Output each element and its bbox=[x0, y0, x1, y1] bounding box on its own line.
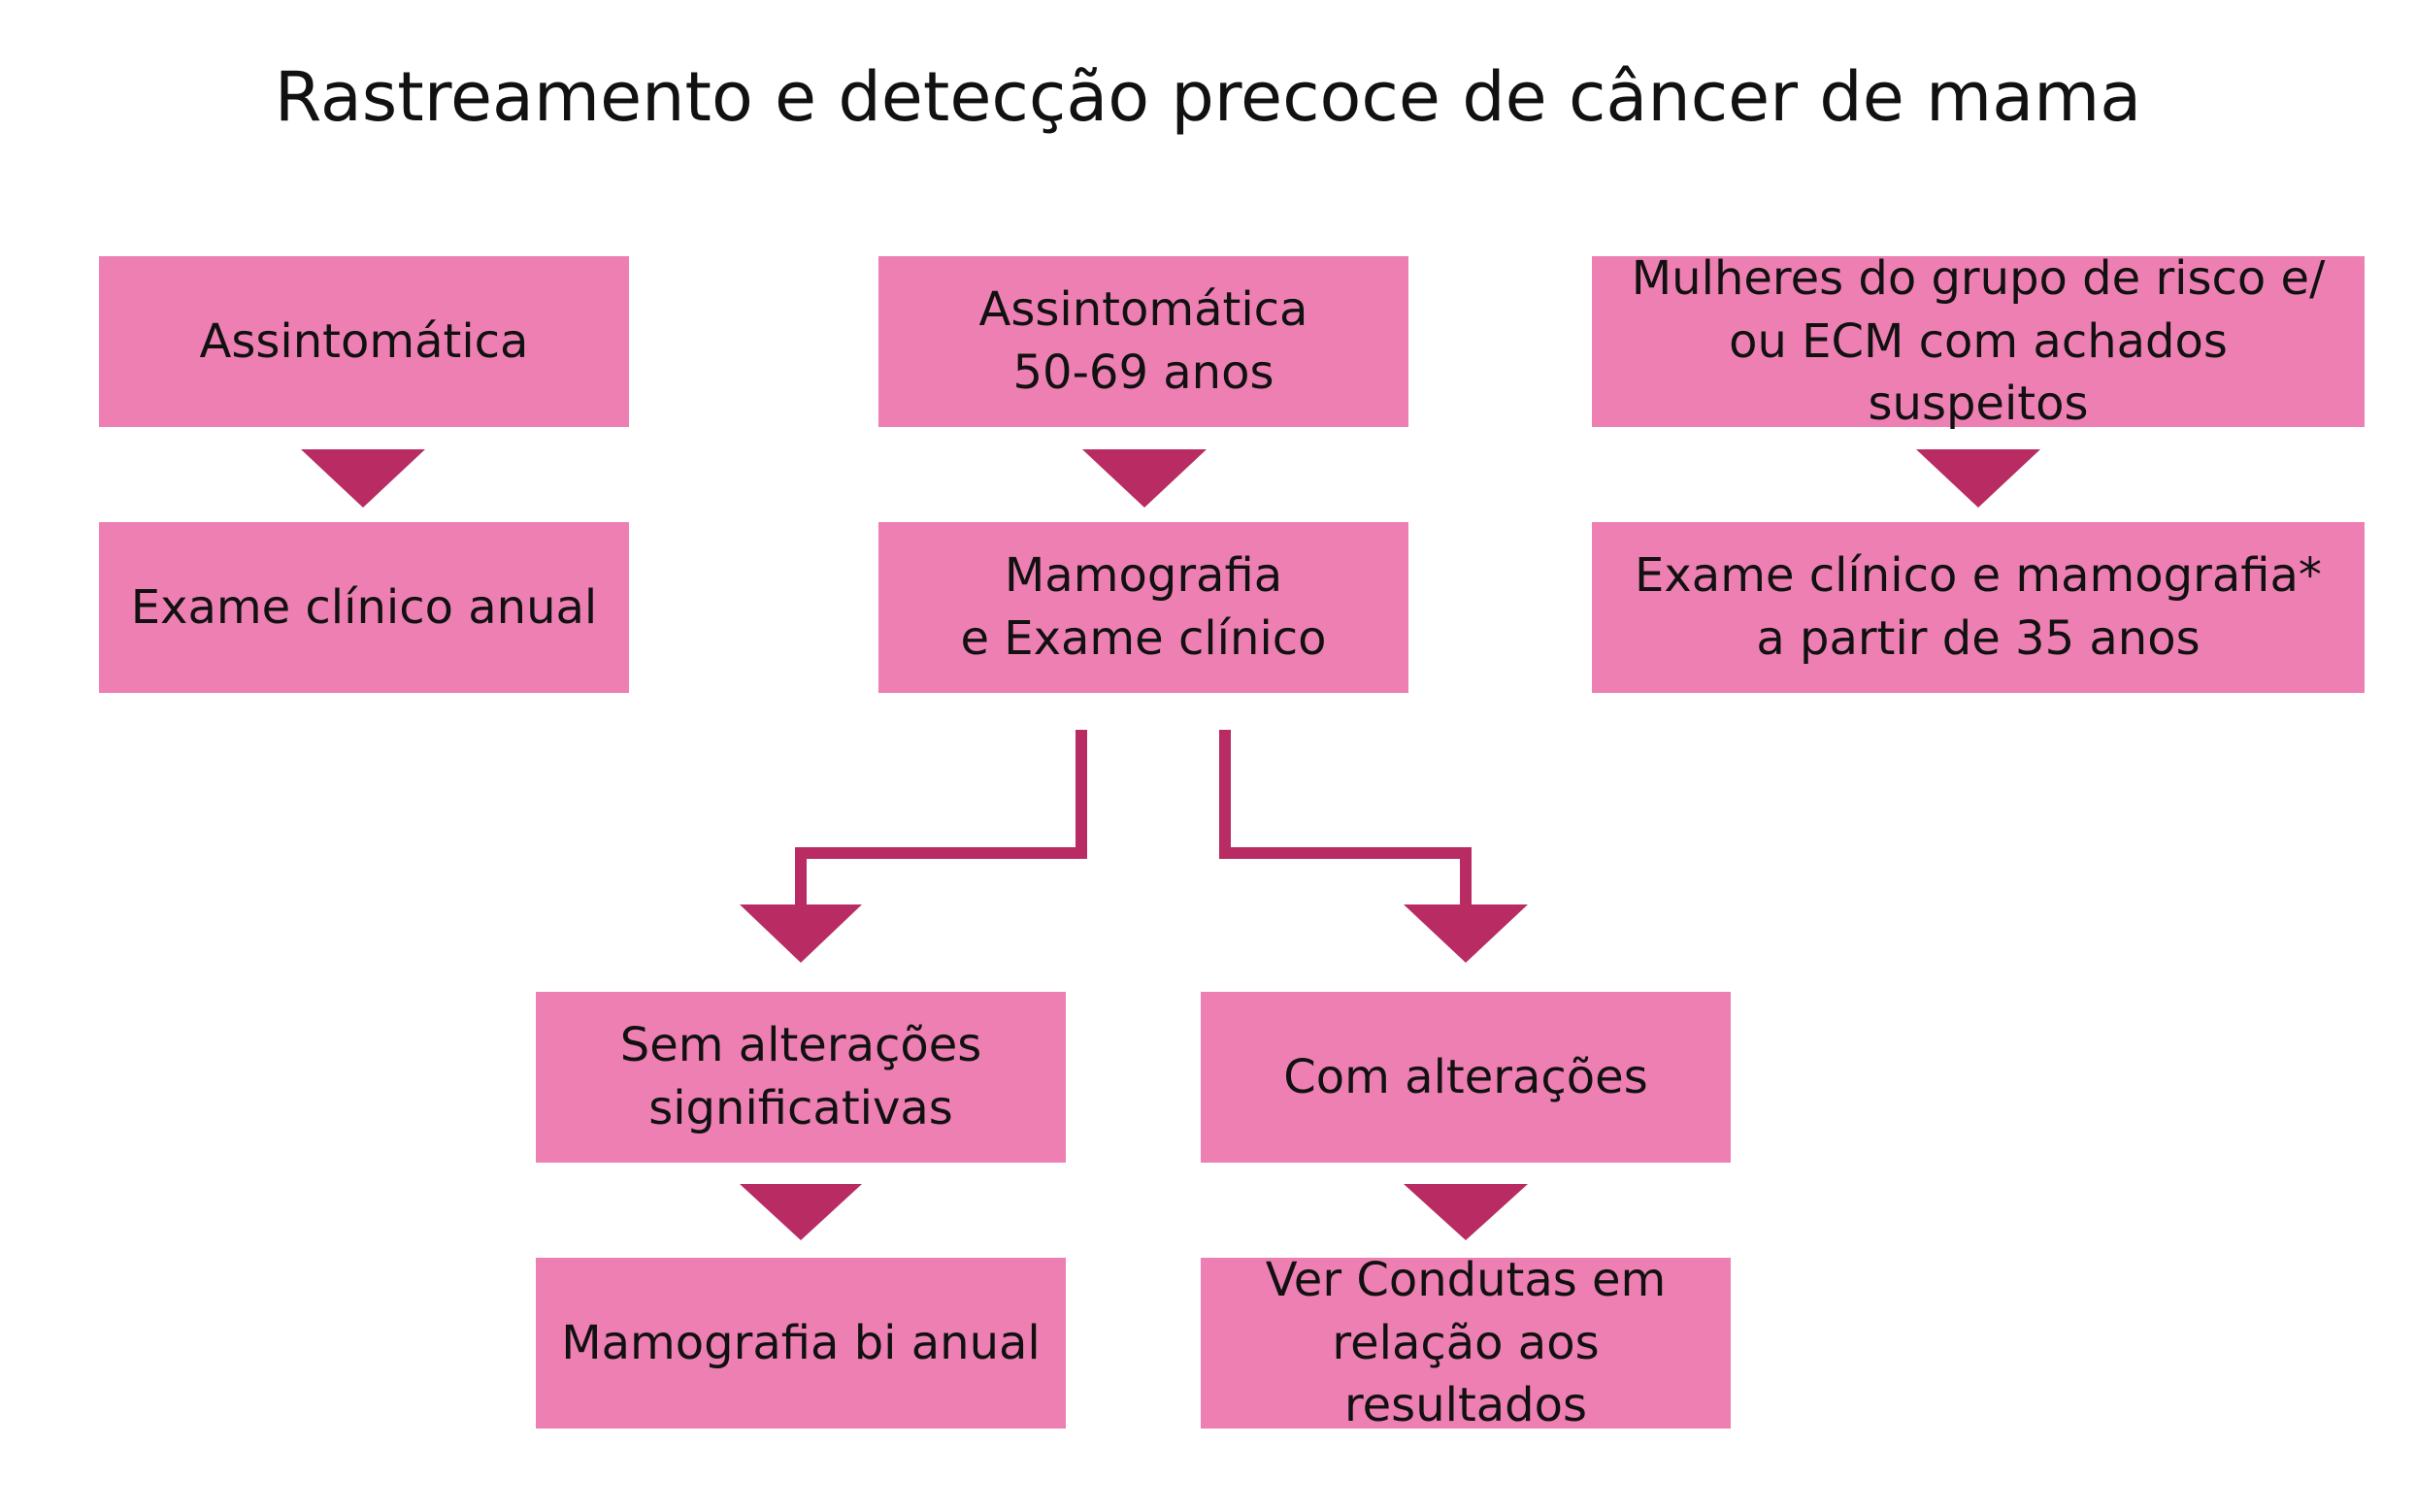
node-mamografia-bi-anual: Mamografia bi anual bbox=[536, 1258, 1066, 1429]
node-label: Mamografia bi anual bbox=[561, 1315, 1041, 1370]
node-sem-alteracoes: Sem alterações significativas bbox=[536, 992, 1066, 1163]
arrow-n3-n4 bbox=[1082, 449, 1207, 508]
arrow-n1-n2 bbox=[301, 449, 425, 508]
node-label: Sem alterações significativas bbox=[619, 1018, 982, 1135]
node-grupo-de-risco: Mulheres do grupo de risco e/ ou ECM com… bbox=[1592, 251, 2365, 431]
elbow-line-n4-n8 bbox=[1219, 730, 1472, 907]
arrow-n4-n8 bbox=[1404, 904, 1528, 963]
node-label: Exame clínico anual bbox=[130, 579, 598, 635]
node-exame-clinico-anual: Exame clínico anual bbox=[99, 522, 629, 693]
node-com-alteracoes: Com alterações bbox=[1201, 992, 1731, 1163]
arrow-n8-n10 bbox=[1404, 1184, 1528, 1240]
node-assintomatica: Assintomática bbox=[99, 256, 629, 427]
node-assintomatica-50-69: Assintomática 50-69 anos bbox=[878, 256, 1408, 427]
arrow-n5-n6 bbox=[1916, 449, 2040, 508]
node-mamografia-exame-clinico: Mamografia e Exame clínico bbox=[878, 522, 1408, 693]
node-label: Mulheres do grupo de risco e/ ou ECM com… bbox=[1631, 250, 2326, 432]
node-label: Mamografia e Exame clínico bbox=[960, 548, 1327, 666]
arrow-n4-n7 bbox=[740, 904, 862, 963]
node-label: Exame clínico e mamografia* a partir de … bbox=[1635, 548, 2322, 666]
node-label: Com alterações bbox=[1283, 1049, 1648, 1104]
arrow-n7-n9 bbox=[740, 1184, 862, 1240]
node-ver-condutas: Ver Condutas em relação aos resultados bbox=[1201, 1253, 1731, 1432]
node-label: Ver Condutas em relação aos resultados bbox=[1265, 1252, 1667, 1433]
diagram-title: Rastreamento e detecção precoce de cânce… bbox=[274, 57, 2142, 137]
node-exame-mamografia-35: Exame clínico e mamografia* a partir de … bbox=[1592, 522, 2365, 693]
elbow-line-n4-n7 bbox=[795, 730, 1087, 907]
node-label: Assintomática bbox=[199, 313, 529, 369]
node-label: Assintomática 50-69 anos bbox=[978, 282, 1308, 400]
